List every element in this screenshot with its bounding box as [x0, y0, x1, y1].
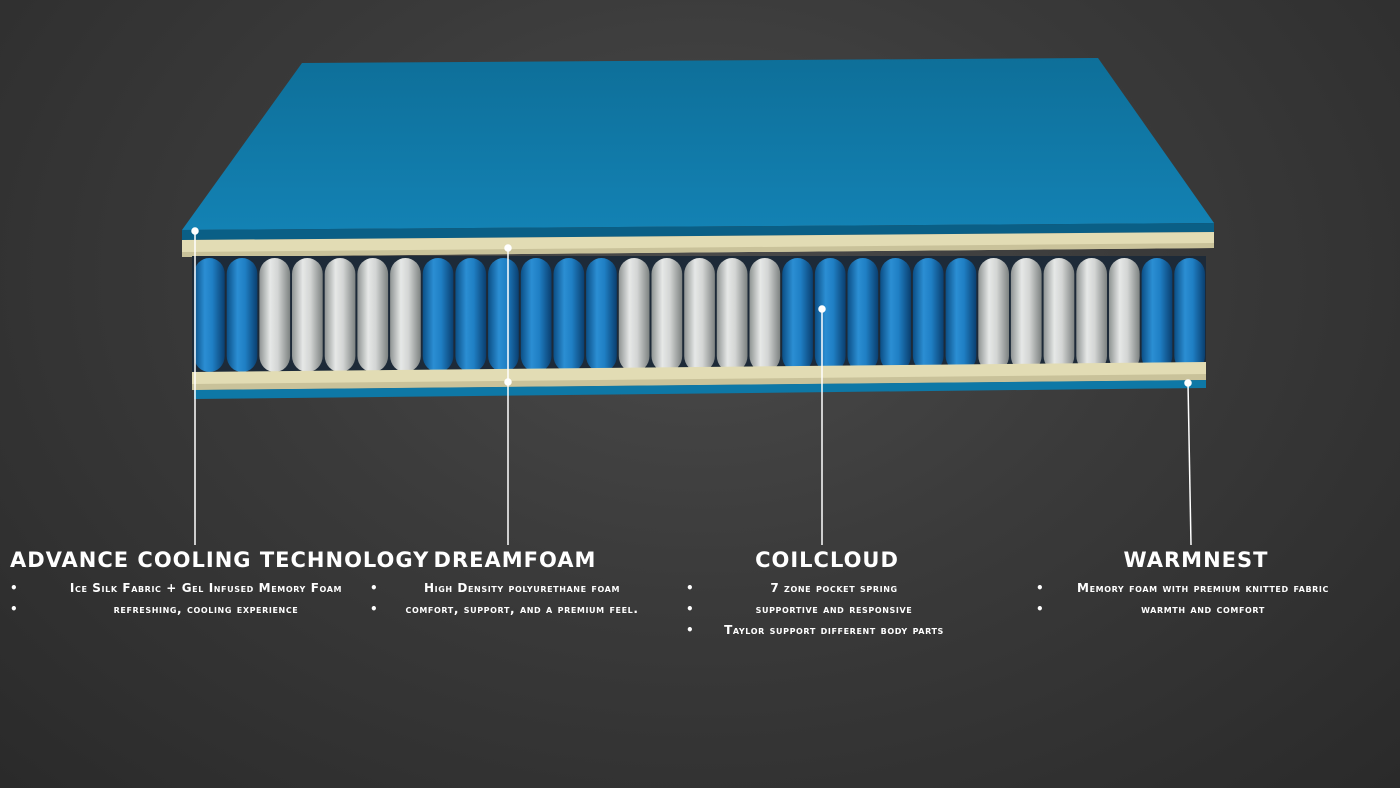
- callout-dot-coilcloud: [818, 305, 826, 313]
- coil-white: [618, 258, 650, 372]
- feature-bullet: refreshing, cooling experience: [10, 599, 382, 620]
- coil-blue: [782, 258, 813, 372]
- feature-bullets: 7 zone pocket spring supportive and resp…: [686, 578, 968, 641]
- coil-white: [390, 258, 421, 372]
- coil-white: [1043, 258, 1075, 372]
- callout-dot-warmnest: [1184, 379, 1192, 387]
- callout-dot-dreamfoam-bottom: [504, 378, 512, 386]
- coil-blue: [194, 258, 225, 372]
- coil-blue: [488, 258, 519, 372]
- feature-bullet: supportive and responsive: [686, 599, 968, 620]
- feature-title: DREAMFOAM: [433, 548, 597, 572]
- feature-bullet: High Density polyurethane foam: [370, 578, 660, 599]
- coil-blue: [520, 258, 552, 372]
- coil-white: [324, 258, 356, 372]
- coil-white: [978, 258, 1009, 372]
- coil-white: [1076, 258, 1107, 372]
- feature-bullet: Ice Silk Fabric + Gel Infused Memory Foa…: [10, 578, 382, 599]
- feature-warmnest: WARMNEST Memory foam with premium knitte…: [1036, 548, 1356, 620]
- coil-blue: [847, 258, 879, 372]
- coil-white: [1109, 258, 1140, 372]
- feature-bullets: Memory foam with premium knitted fabric …: [1036, 578, 1356, 620]
- feature-bullet: 7 zone pocket spring: [686, 578, 968, 599]
- coil-blue: [553, 258, 585, 372]
- pocket-spring-coils: [194, 258, 1205, 372]
- coil-white: [749, 258, 781, 372]
- feature-bullet: comfort, support, and a premium feel.: [370, 599, 660, 620]
- coil-blue: [455, 258, 487, 372]
- coil-white: [716, 258, 748, 372]
- coil-blue: [1174, 258, 1205, 372]
- callout-dot-cooling: [191, 227, 199, 235]
- top-cover-edge: [182, 223, 1214, 240]
- feature-advance-cooling: Advance Cooling Technology Ice Silk Fabr…: [10, 548, 430, 620]
- feature-bullet: Memory foam with premium knitted fabric: [1036, 578, 1356, 599]
- coil-white: [651, 258, 683, 372]
- coil-blue: [1141, 258, 1173, 372]
- coil-blue: [880, 258, 911, 372]
- feature-bullets: Ice Silk Fabric + Gel Infused Memory Foa…: [10, 578, 382, 620]
- coil-white: [684, 258, 715, 372]
- coil-blue: [226, 258, 258, 372]
- feature-bullet: warmth and comfort: [1036, 599, 1356, 620]
- feature-dreamfoam: DREAMFOAM High Density polyurethane foam…: [370, 548, 660, 620]
- feature-bullet: Taylor support different body parts: [686, 620, 968, 641]
- coil-white: [259, 258, 291, 372]
- callout-dot-dreamfoam-top: [504, 244, 512, 252]
- callout-line-warmnest: [1187, 382, 1192, 546]
- coil-blue: [912, 258, 944, 372]
- coil-white: [1010, 258, 1042, 372]
- coil-blue: [814, 258, 846, 372]
- coil-blue: [422, 258, 454, 372]
- feature-title: WARMNEST: [1123, 548, 1269, 572]
- feature-bullets: High Density polyurethane foam comfort, …: [370, 578, 660, 620]
- bottom-cover: [194, 380, 1206, 399]
- feature-title: Advance Cooling Technology: [10, 548, 430, 572]
- coil-white: [292, 258, 323, 372]
- coil-white: [357, 258, 389, 372]
- feature-coilcloud: COILCLOUD 7 zone pocket spring supportiv…: [686, 548, 968, 641]
- coil-blue: [586, 258, 617, 372]
- callout-lines: [191, 227, 1192, 546]
- top-cover-surface: [182, 58, 1214, 230]
- coil-blue: [945, 258, 977, 372]
- feature-title: COILCLOUD: [755, 548, 899, 572]
